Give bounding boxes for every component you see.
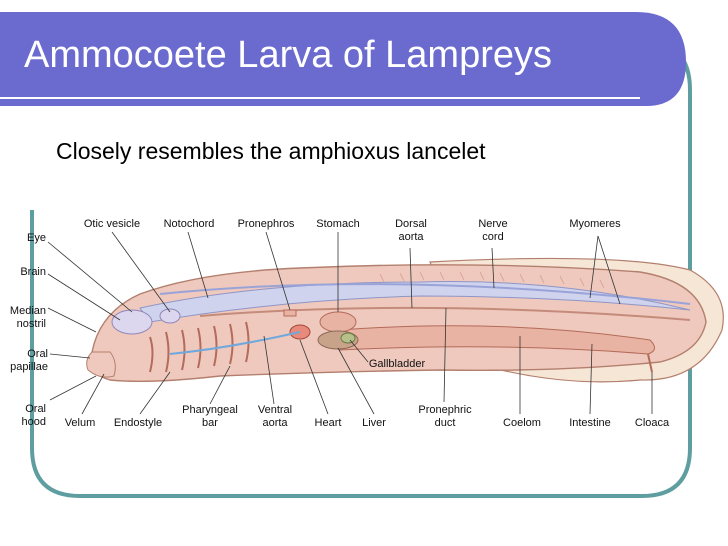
brain-shape	[111, 309, 153, 335]
gallbladder-shape	[340, 332, 356, 344]
larva-illustration	[47, 231, 724, 415]
label-gallbladder: Gallbladder	[368, 358, 426, 370]
label-dorsal-aorta: Dorsal aorta	[395, 218, 427, 243]
label-pronephric-duct: Pronephric duct	[418, 404, 472, 429]
slide-title: Ammocoete Larva of Lampreys	[24, 34, 553, 76]
label-otic-vesicle: Otic vesicle	[83, 218, 141, 230]
otic-vesicle-shape	[159, 308, 181, 324]
label-velum: Velum	[64, 417, 96, 429]
label-pharyngeal-bar: Pharyngeal bar	[182, 404, 238, 429]
label-eye: Eye	[27, 232, 46, 244]
cloaca-shape	[647, 353, 653, 373]
label-stomach: Stomach	[316, 218, 360, 230]
label-notochord: Notochord	[163, 218, 215, 230]
label-heart: Heart	[314, 417, 342, 429]
label-intestine: Intestine	[569, 417, 611, 429]
pronephros-shape	[283, 309, 297, 317]
label-nerve-cord: Nerve cord	[478, 218, 508, 243]
stomach-shape	[319, 311, 357, 333]
title-bar	[0, 12, 686, 106]
label-ventral-aorta: Ventral aorta	[257, 404, 293, 429]
nerve-cord-line	[159, 283, 691, 305]
label-cloaca: Cloaca	[634, 417, 670, 429]
leader-lines	[47, 231, 653, 415]
ventral-aorta-line	[169, 331, 301, 355]
oral-hood-shape	[86, 351, 116, 378]
label-median-nostril: Median nostril	[9, 305, 46, 330]
label-brain: Brain	[20, 266, 46, 278]
slide-bullet: Closely resembles the amphioxus lancelet	[56, 138, 486, 164]
pharyngeal-bars	[149, 321, 250, 373]
myomeres-hatching	[379, 271, 605, 289]
dorsal-aorta-line	[199, 306, 691, 321]
label-oral-papillae: Oral papillae	[10, 348, 48, 373]
label-oral-hood: Oral hood	[21, 403, 46, 428]
label-coelom: Coelom	[503, 417, 541, 429]
label-endostyle: Endostyle	[113, 417, 163, 429]
intestine-tube	[339, 325, 655, 355]
label-pronephros: Pronephros	[237, 218, 295, 230]
label-myomeres: Myomeres	[569, 218, 621, 230]
label-liver: Liver	[362, 417, 386, 429]
